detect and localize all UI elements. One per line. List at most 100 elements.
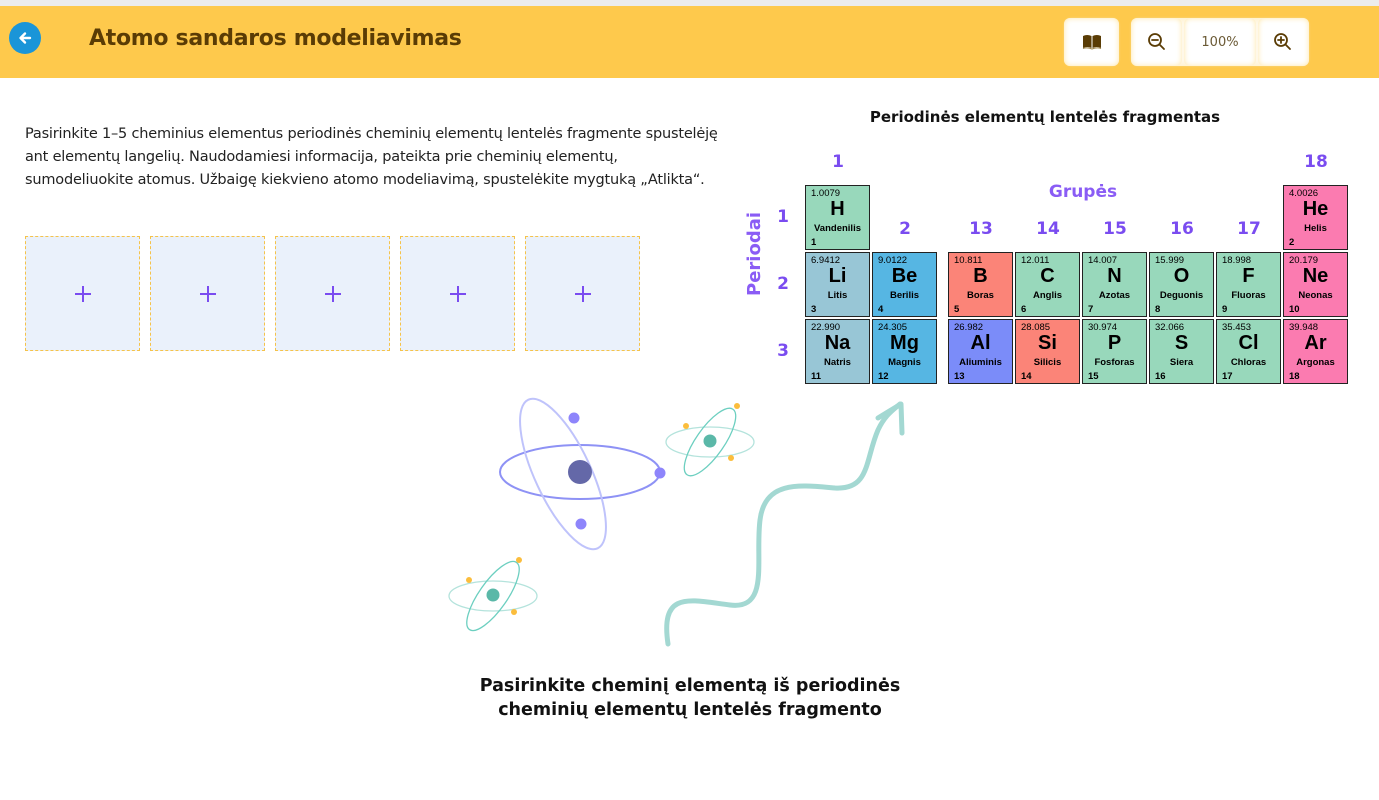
element-symbol: N	[1107, 265, 1122, 287]
atomic-number: 18	[1289, 371, 1300, 382]
browser-top-strip	[0, 0, 1379, 6]
element-name: Deguonis	[1159, 290, 1204, 301]
atomic-number: 7	[1088, 304, 1094, 315]
atomic-mass: 10.811	[954, 255, 983, 266]
reference-toolgroup	[1064, 18, 1119, 66]
element-cell-na[interactable]: 22.990 Na Natris 11	[805, 319, 870, 384]
element-cell-b[interactable]: 10.811 B Boras 5	[948, 252, 1013, 317]
atomic-number: 14	[1021, 371, 1032, 382]
atomic-mass: 30.974	[1088, 322, 1118, 333]
element-name: Natris	[824, 357, 851, 368]
element-cell-be[interactable]: 9.0122 Be Berilis 4	[872, 252, 937, 317]
zoom-in-icon	[1274, 33, 1292, 50]
atomic-mass: 35.453	[1222, 322, 1252, 333]
atomic-number: 2	[1289, 237, 1295, 248]
atomic-number: 12	[878, 371, 889, 382]
atom-slot-1[interactable]	[25, 236, 140, 351]
element-symbol: Be	[891, 265, 918, 287]
group-number-16: 16	[1170, 219, 1194, 239]
element-cell-li[interactable]: 6.9412 Li Litis 3	[805, 252, 870, 317]
small-atom-icon	[665, 403, 755, 477]
element-name: Fluoras	[1231, 290, 1266, 301]
group-number-15: 15	[1103, 219, 1127, 239]
atomic-mass: 15.999	[1155, 255, 1185, 266]
element-cell-he[interactable]: 4.0026 He Helis 2	[1283, 185, 1348, 250]
element-cell-s[interactable]: 32.066 S Siera 16	[1149, 319, 1214, 384]
element-symbol: C	[1040, 265, 1055, 287]
element-name: Helis	[1304, 223, 1327, 234]
element-symbol: Cl	[1238, 332, 1259, 354]
element-name: Aliuminis	[959, 357, 1002, 368]
prompt-line-1: Pasirinkite cheminį elementą iš periodin…	[479, 676, 901, 696]
element-name: Anglis	[1032, 290, 1063, 301]
arrow-left-icon	[19, 32, 32, 44]
atomic-mass: 32.066	[1155, 322, 1185, 333]
period-number-3: 3	[777, 341, 789, 361]
period-number-2: 2	[777, 274, 789, 294]
plus-icon	[74, 285, 91, 302]
zoom-level-display: 100%	[1184, 18, 1256, 66]
element-symbol: Na	[824, 332, 851, 354]
atomic-number: 9	[1222, 304, 1228, 315]
atomic-mass: 12.011	[1021, 255, 1050, 266]
element-symbol: F	[1242, 265, 1255, 287]
atomic-number: 13	[954, 371, 965, 382]
atomic-number: 11	[811, 371, 822, 382]
element-name: Siera	[1169, 357, 1194, 368]
element-symbol: Ar	[1304, 332, 1327, 354]
plus-icon	[449, 285, 466, 302]
element-cell-cl[interactable]: 35.453 Cl Chloras 17	[1216, 319, 1281, 384]
element-cell-n[interactable]: 14.007 N Azotas 7	[1082, 252, 1147, 317]
atomic-mass: 28.085	[1021, 322, 1051, 333]
element-name: Argonas	[1296, 357, 1335, 368]
group-number-2: 2	[899, 219, 911, 239]
element-name: Vandenilis	[814, 223, 861, 234]
atomic-number: 3	[811, 304, 817, 315]
element-cell-mg[interactable]: 24.305 Mg Magnis 12	[872, 319, 937, 384]
prompt-line-2: cheminių elementų lentelės fragmento	[498, 700, 882, 720]
zoom-in-button[interactable]	[1257, 18, 1309, 66]
atom-slot-5[interactable]	[525, 236, 640, 351]
curved-arrow-icon	[664, 401, 905, 647]
element-cell-f[interactable]: 18.998 F Fluoras 9	[1216, 252, 1281, 317]
element-cell-si[interactable]: 28.085 Si Silicis 14	[1015, 319, 1080, 384]
element-name: Neonas	[1298, 290, 1333, 301]
element-symbol: Al	[970, 332, 991, 354]
group-number-1: 1	[832, 152, 844, 172]
element-symbol: S	[1174, 332, 1189, 354]
atomic-mass: 14.007	[1088, 255, 1118, 266]
atomic-number: 15	[1088, 371, 1099, 382]
zoom-out-button[interactable]	[1131, 18, 1183, 66]
plus-icon	[199, 285, 216, 302]
element-name: Fosforas	[1094, 357, 1135, 368]
atom-slots	[25, 236, 640, 351]
atomic-number: 6	[1021, 304, 1027, 315]
period-number-1: 1	[777, 207, 789, 227]
element-cell-o[interactable]: 15.999 O Deguonis 8	[1149, 252, 1214, 317]
instructions-text: Pasirinkite 1–5 cheminius elementus peri…	[25, 126, 718, 188]
element-symbol: O	[1173, 265, 1190, 287]
element-cell-h[interactable]: 1.0079 H Vandenilis 1	[805, 185, 870, 250]
atom-slot-3[interactable]	[275, 236, 390, 351]
atom-slot-4[interactable]	[400, 236, 515, 351]
atom-slot-2[interactable]	[150, 236, 265, 351]
element-name: Azotas	[1098, 290, 1131, 301]
atomic-number: 10	[1289, 304, 1300, 315]
element-symbol: B	[973, 265, 988, 287]
back-button[interactable]	[9, 22, 41, 54]
element-cell-ne[interactable]: 20.179 Ne Neonas 10	[1283, 252, 1348, 317]
book-icon	[1082, 35, 1101, 50]
atomic-mass: 26.982	[954, 322, 984, 333]
zoom-out-icon	[1147, 33, 1165, 50]
element-cell-c[interactable]: 12.011 C Anglis 6	[1015, 252, 1080, 317]
element-cell-al[interactable]: 26.982 Al Aliuminis 13	[948, 319, 1013, 384]
element-cell-ar[interactable]: 39.948 Ar Argonas 18	[1283, 319, 1348, 384]
large-atom-icon	[499, 397, 666, 551]
element-cell-p[interactable]: 30.974 P Fosforas 15	[1082, 319, 1147, 384]
element-symbol: Si	[1038, 332, 1057, 354]
select-element-prompt: Pasirinkite cheminį elementą iš periodin…	[440, 674, 940, 722]
atomic-mass: 6.9412	[811, 255, 841, 266]
atomic-mass: 9.0122	[878, 255, 908, 266]
book-button[interactable]	[1064, 18, 1119, 66]
atomic-number: 4	[878, 304, 884, 315]
